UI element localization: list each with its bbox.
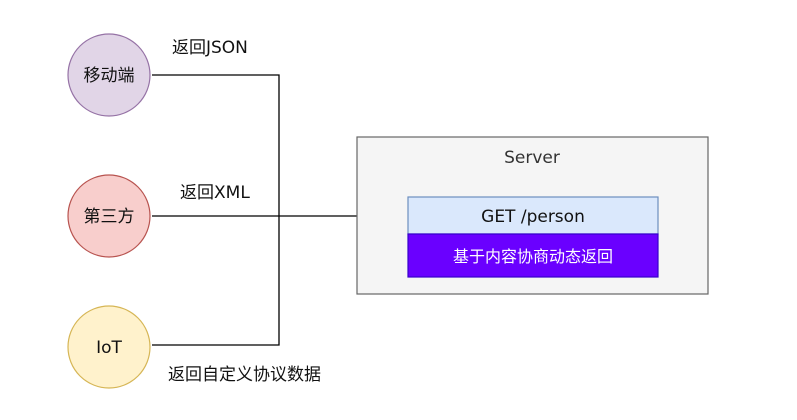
server-title: Server [504, 148, 560, 168]
strategy-box [407, 233, 659, 278]
connector-mobile [152, 74, 280, 346]
edge-label-xml: 返回XML [180, 183, 250, 203]
server-container[interactable]: Server GET /person 基于内容协商动态返回 [356, 136, 709, 295]
client-label-third-party: 第三方 [84, 207, 135, 227]
client-node-iot[interactable]: IoT [67, 305, 151, 389]
client-label-mobile: 移动端 [84, 66, 135, 86]
edge-label-json: 返回JSON [172, 38, 248, 58]
client-circle [67, 305, 151, 389]
client-node-third-party[interactable]: 第三方 [67, 174, 151, 258]
client-label-iot: IoT [96, 338, 122, 358]
strategy-label: 基于内容协商动态返回 [453, 247, 613, 266]
endpoint-get-person[interactable]: GET /person [407, 196, 659, 235]
client-node-mobile[interactable]: 移动端 [67, 33, 151, 117]
client-circle [67, 174, 151, 258]
edge-label-custom-protocol: 返回自定义协议数据 [168, 365, 321, 385]
endpoint-box [407, 196, 659, 235]
endpoint-label: GET /person [481, 207, 585, 227]
client-circle [67, 33, 151, 117]
content-negotiation-box[interactable]: 基于内容协商动态返回 [407, 233, 659, 278]
